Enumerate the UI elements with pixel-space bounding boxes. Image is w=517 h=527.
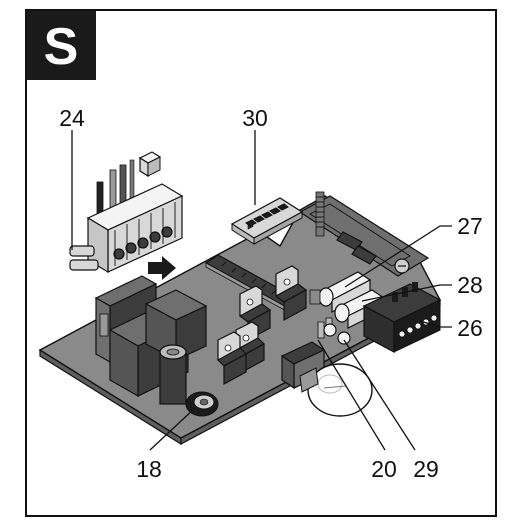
capacitor [159,344,187,405]
section-badge [27,11,96,80]
callout-28: 28 [457,272,483,298]
dip-switch [230,197,304,245]
callout-29: 29 [413,456,439,482]
leader-28 [361,284,452,302]
leader-27 [344,225,452,288]
callout-30: 30 [242,105,268,131]
plug-in-terminal-block [69,151,184,274]
leader-29 [343,339,416,451]
terminal-block-right [362,282,442,353]
battery-holder [185,391,219,417]
leader-lines [71,130,452,451]
callout-26: 26 [457,315,483,341]
callout-24: 24 [59,105,85,131]
power-transistors [217,265,308,386]
insertion-arrow [148,256,176,280]
callout-18: 18 [136,456,162,482]
section-badge-letter: S [44,18,79,76]
leader-18 [149,407,196,451]
leader-20 [317,339,386,451]
terminal-screws-lower [323,323,351,345]
leader-26 [419,320,452,328]
callout-20: 20 [371,456,397,482]
callout-27: 27 [457,213,483,239]
